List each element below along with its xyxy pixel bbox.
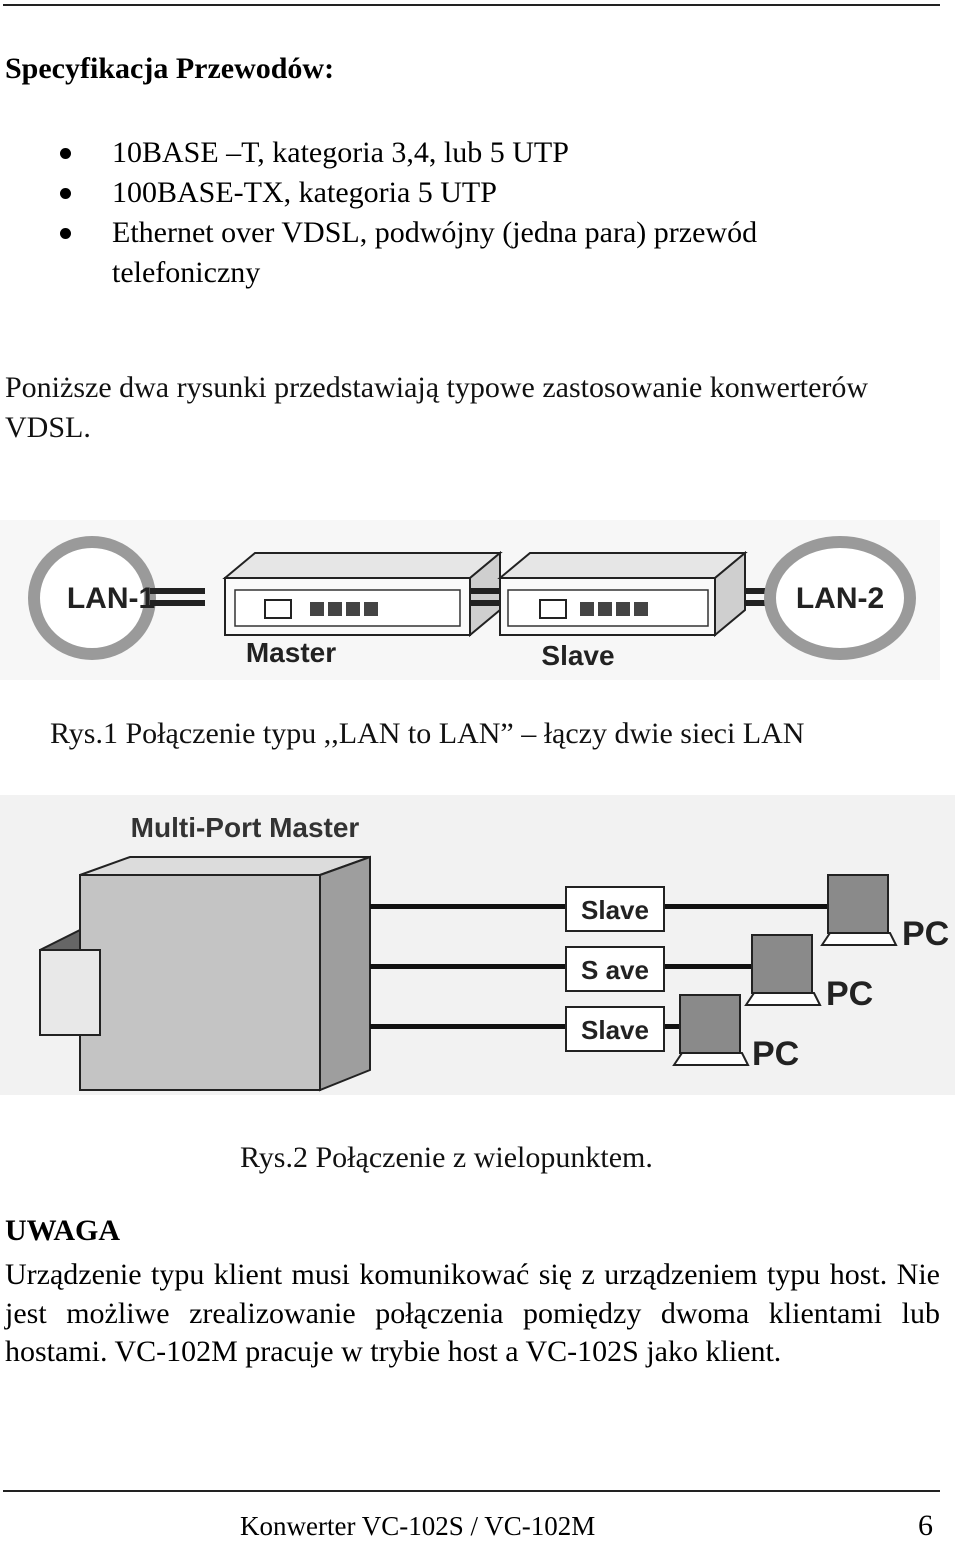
pc-label: PC	[752, 1035, 799, 1073]
multiport-master-title: Multi-Port Master	[131, 812, 360, 843]
multiport-master-icon	[39, 855, 371, 1092]
section-heading: Specyfikacja Przewodów:	[5, 52, 335, 85]
slave-box-label: S ave	[581, 955, 649, 985]
slave-box-label: Slave	[581, 1015, 649, 1045]
slave-box	[565, 886, 665, 932]
note-title: UWAGA	[5, 1214, 121, 1247]
figure1-caption: Rys.1 Połączenie typu ,,LAN to LAN” – łą…	[50, 717, 805, 750]
footer-rule	[3, 1490, 940, 1492]
slave-box-label: Slave	[581, 895, 649, 925]
list-item: Ethernet over VDSL, podwójny (jedna para…	[52, 213, 852, 293]
lan2-label: LAN-2	[796, 582, 884, 615]
cable-spec-list: 10BASE –T, kategoria 3,4, lub 5 UTP 100B…	[52, 133, 852, 293]
figure2-caption: Rys.2 Połączenie z wielopunktem.	[240, 1141, 653, 1174]
laptop-icon	[672, 994, 750, 1066]
list-item: 10BASE –T, kategoria 3,4, lub 5 UTP	[52, 133, 852, 173]
top-rule	[3, 4, 940, 6]
pc-label: PC	[902, 915, 949, 953]
intro-paragraph: Poniższe dwa rysunki przedstawiają typow…	[5, 371, 869, 444]
page-number: 6	[918, 1509, 933, 1542]
footer-title: Konwerter VC-102S / VC-102M	[240, 1511, 596, 1541]
bullet-icon	[60, 228, 71, 239]
slave-box	[565, 946, 665, 992]
slave-box	[565, 1006, 665, 1052]
slave-label: Slave	[541, 640, 614, 671]
multipoint-diagram: Multi-Port Master Slave S ave Slave PC P…	[0, 795, 955, 1095]
bullet-icon	[60, 188, 71, 199]
laptop-icon	[744, 934, 822, 1006]
lan1-cloud-icon	[28, 536, 156, 660]
bullet-icon	[60, 148, 71, 159]
laptop-icon	[820, 874, 898, 946]
note-text: Urządzenie typu klient musi komunikować …	[5, 1258, 940, 1368]
list-item: 100BASE-TX, kategoria 5 UTP	[52, 173, 852, 213]
lan2-cloud-icon	[764, 536, 916, 660]
master-device-icon	[222, 550, 503, 638]
lan-to-lan-diagram: LAN-1 Master Slave LAN-2	[0, 520, 940, 680]
lan1-label: LAN-1	[67, 582, 155, 615]
master-label: Master	[246, 637, 336, 668]
slave-device-icon	[497, 550, 748, 638]
pc-label: PC	[826, 975, 873, 1013]
